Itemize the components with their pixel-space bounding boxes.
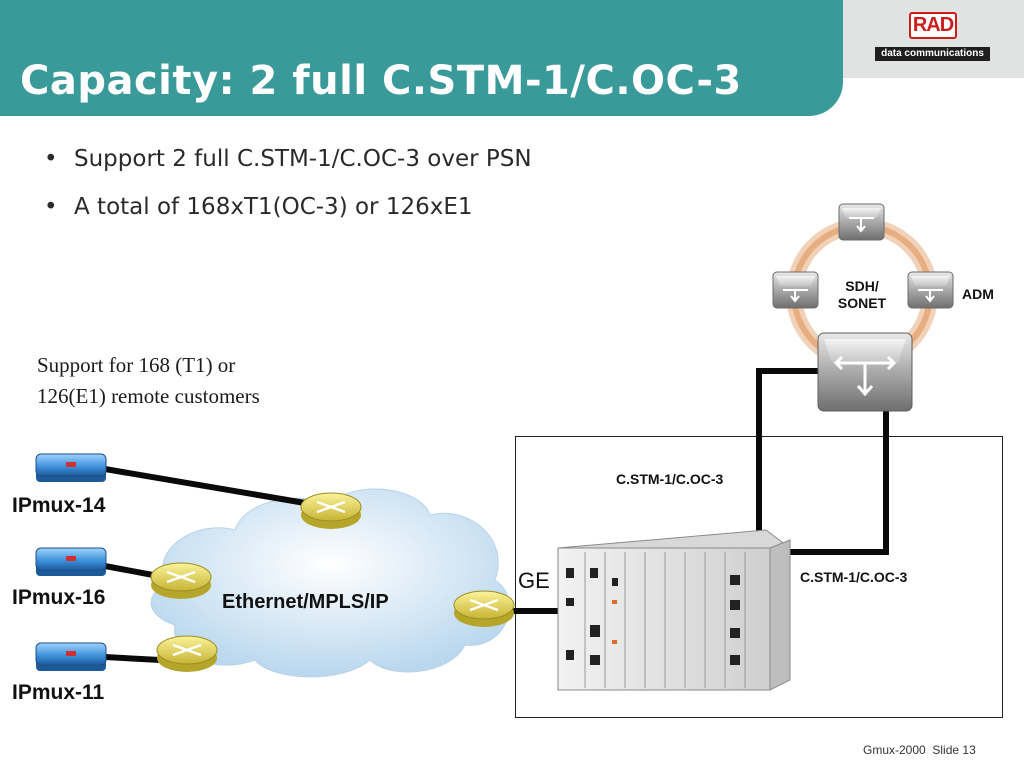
logo-subtitle: data communications: [875, 47, 990, 61]
adm-switch-icon: [838, 203, 885, 241]
bullet-text: A total of 168xT1(OC-3) or 126xE1: [74, 194, 473, 220]
header-band: [0, 0, 843, 116]
stm-link-label: C.STM-1/C.OC-3: [616, 471, 724, 487]
router-icon: [156, 635, 218, 672]
bullet-list: •Support 2 full C.STM-1/C.OC-3 over PSN …: [44, 144, 532, 240]
footer-product: Gmux-2000: [863, 743, 926, 757]
ipmux-16-label: IPmux-16: [12, 586, 106, 609]
note-line: 126(E1) remote customers: [37, 384, 260, 408]
slide-footer: Gmux-2000 Slide 13: [863, 743, 976, 757]
router-icon: [453, 590, 515, 627]
bullet-item: • A total of 168xT1(OC-3) or 126xE1: [44, 192, 532, 240]
adm-main-switch-icon: [817, 332, 913, 412]
ipmux-14-label: IPmux-14: [12, 494, 106, 517]
bullet-text: Support 2 full C.STM-1/C.OC-3 over PSN: [74, 146, 532, 172]
adm-label: ADM: [962, 286, 994, 302]
slide-title: Capacity: 2 full C.STM-1/C.OC-3: [20, 58, 742, 104]
sdh-sonet-label: SDH/ SONET: [836, 278, 888, 312]
router-icon: [300, 492, 362, 529]
ge-label: GE: [518, 568, 550, 593]
rad-logo-icon: RAD: [909, 12, 957, 39]
gmux-chassis-icon: [557, 529, 791, 691]
ipmux-device-icon: [35, 453, 107, 482]
capacity-note: Support for 168 (T1) or 126(E1) remote c…: [37, 350, 260, 412]
access-links: [104, 466, 558, 663]
adm-switch-icon: [907, 271, 954, 309]
bullet-icon: •: [44, 146, 58, 172]
note-line: Support for 168 (T1) or: [37, 353, 236, 377]
ring-label-line: SONET: [837, 295, 887, 311]
ipmux-device-icon: [35, 642, 107, 671]
bullet-item: • Support 2 full C.STM-1/C.OC-3 over PSN: [44, 144, 532, 192]
stm-link-label: C.STM-1/C.OC-3: [800, 569, 908, 585]
stm-links: [756, 368, 889, 555]
cloud-label: Ethernet/MPLS/IP: [222, 591, 389, 613]
router-icon: [150, 562, 212, 599]
bullet-icon: •: [44, 194, 58, 220]
ipmux-11-label: IPmux-11: [12, 681, 105, 704]
footer-slide-number: Slide 13: [932, 743, 976, 757]
adm-switch-icon: [772, 271, 819, 309]
ring-label-line: SDH/: [845, 278, 879, 294]
ipmux-device-icon: [35, 547, 107, 576]
